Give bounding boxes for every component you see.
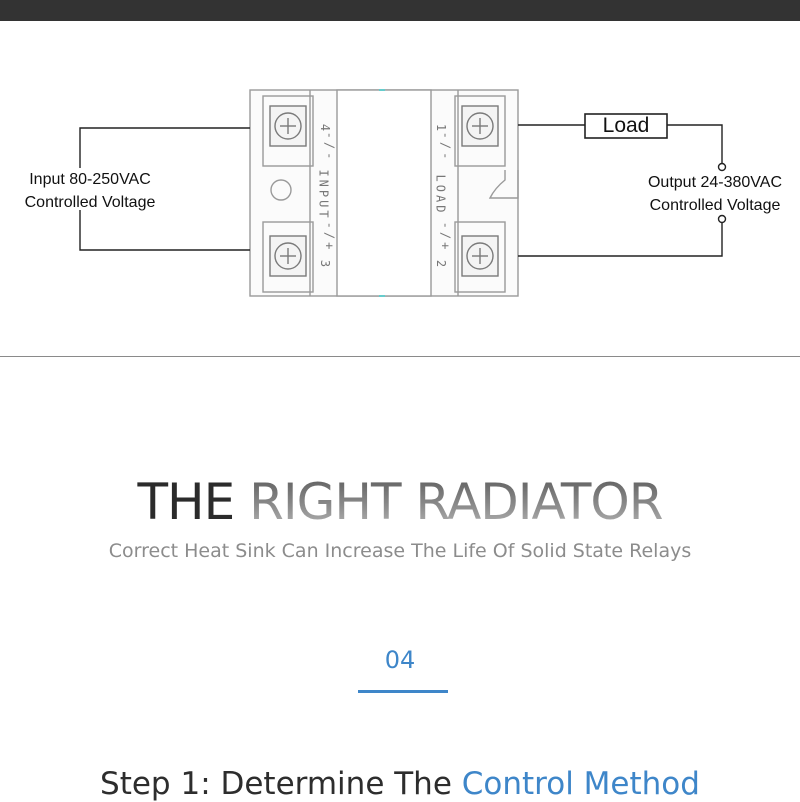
- section-number: 04: [384, 646, 416, 674]
- load-box: [584, 113, 668, 139]
- step-heading: Step 1: Determine The Control Method: [0, 766, 800, 802]
- section-divider: [0, 356, 800, 357]
- terminal-screws: [269, 105, 499, 277]
- input-voltage-label: Input 80-250VAC Controlled Voltage: [0, 168, 180, 214]
- terminal-3-mark: -/+: [322, 221, 337, 253]
- headline-light: RIGHT RADIATOR: [249, 473, 663, 531]
- input-voltage-line2: Controlled Voltage: [24, 194, 156, 211]
- headline: THE RIGHT RADIATOR: [0, 470, 800, 534]
- terminal-1-mark: -/-: [438, 131, 453, 163]
- wiring-diagram: [79, 89, 727, 297]
- wires: [79, 124, 723, 257]
- load-label: Load: [602, 114, 650, 137]
- relay-load-text: LOAD: [433, 174, 448, 216]
- subheadline: Correct Heat Sink Can Increase The Life …: [108, 540, 692, 562]
- output-voltage-line1: Output 24-380VAC: [647, 174, 782, 191]
- step-highlight: Control Method: [461, 766, 700, 802]
- step-prefix: Step 1: Determine The: [100, 766, 462, 802]
- top-bar: [0, 0, 800, 21]
- headline-dark: THE: [137, 473, 250, 531]
- relay-input-text: INPUT: [316, 169, 331, 221]
- terminal-2-label: 2: [434, 259, 449, 271]
- input-voltage-line1: Input 80-250VAC: [29, 171, 151, 188]
- terminal-3-label: 3: [318, 259, 333, 271]
- terminal-4-mark: -/-: [322, 131, 337, 163]
- output-voltage-label: Output 24-380VAC Controlled Voltage: [632, 171, 798, 217]
- terminal-2-mark: -/+: [438, 221, 453, 253]
- section-rule: [358, 690, 448, 693]
- output-voltage-line2: Controlled Voltage: [649, 197, 781, 214]
